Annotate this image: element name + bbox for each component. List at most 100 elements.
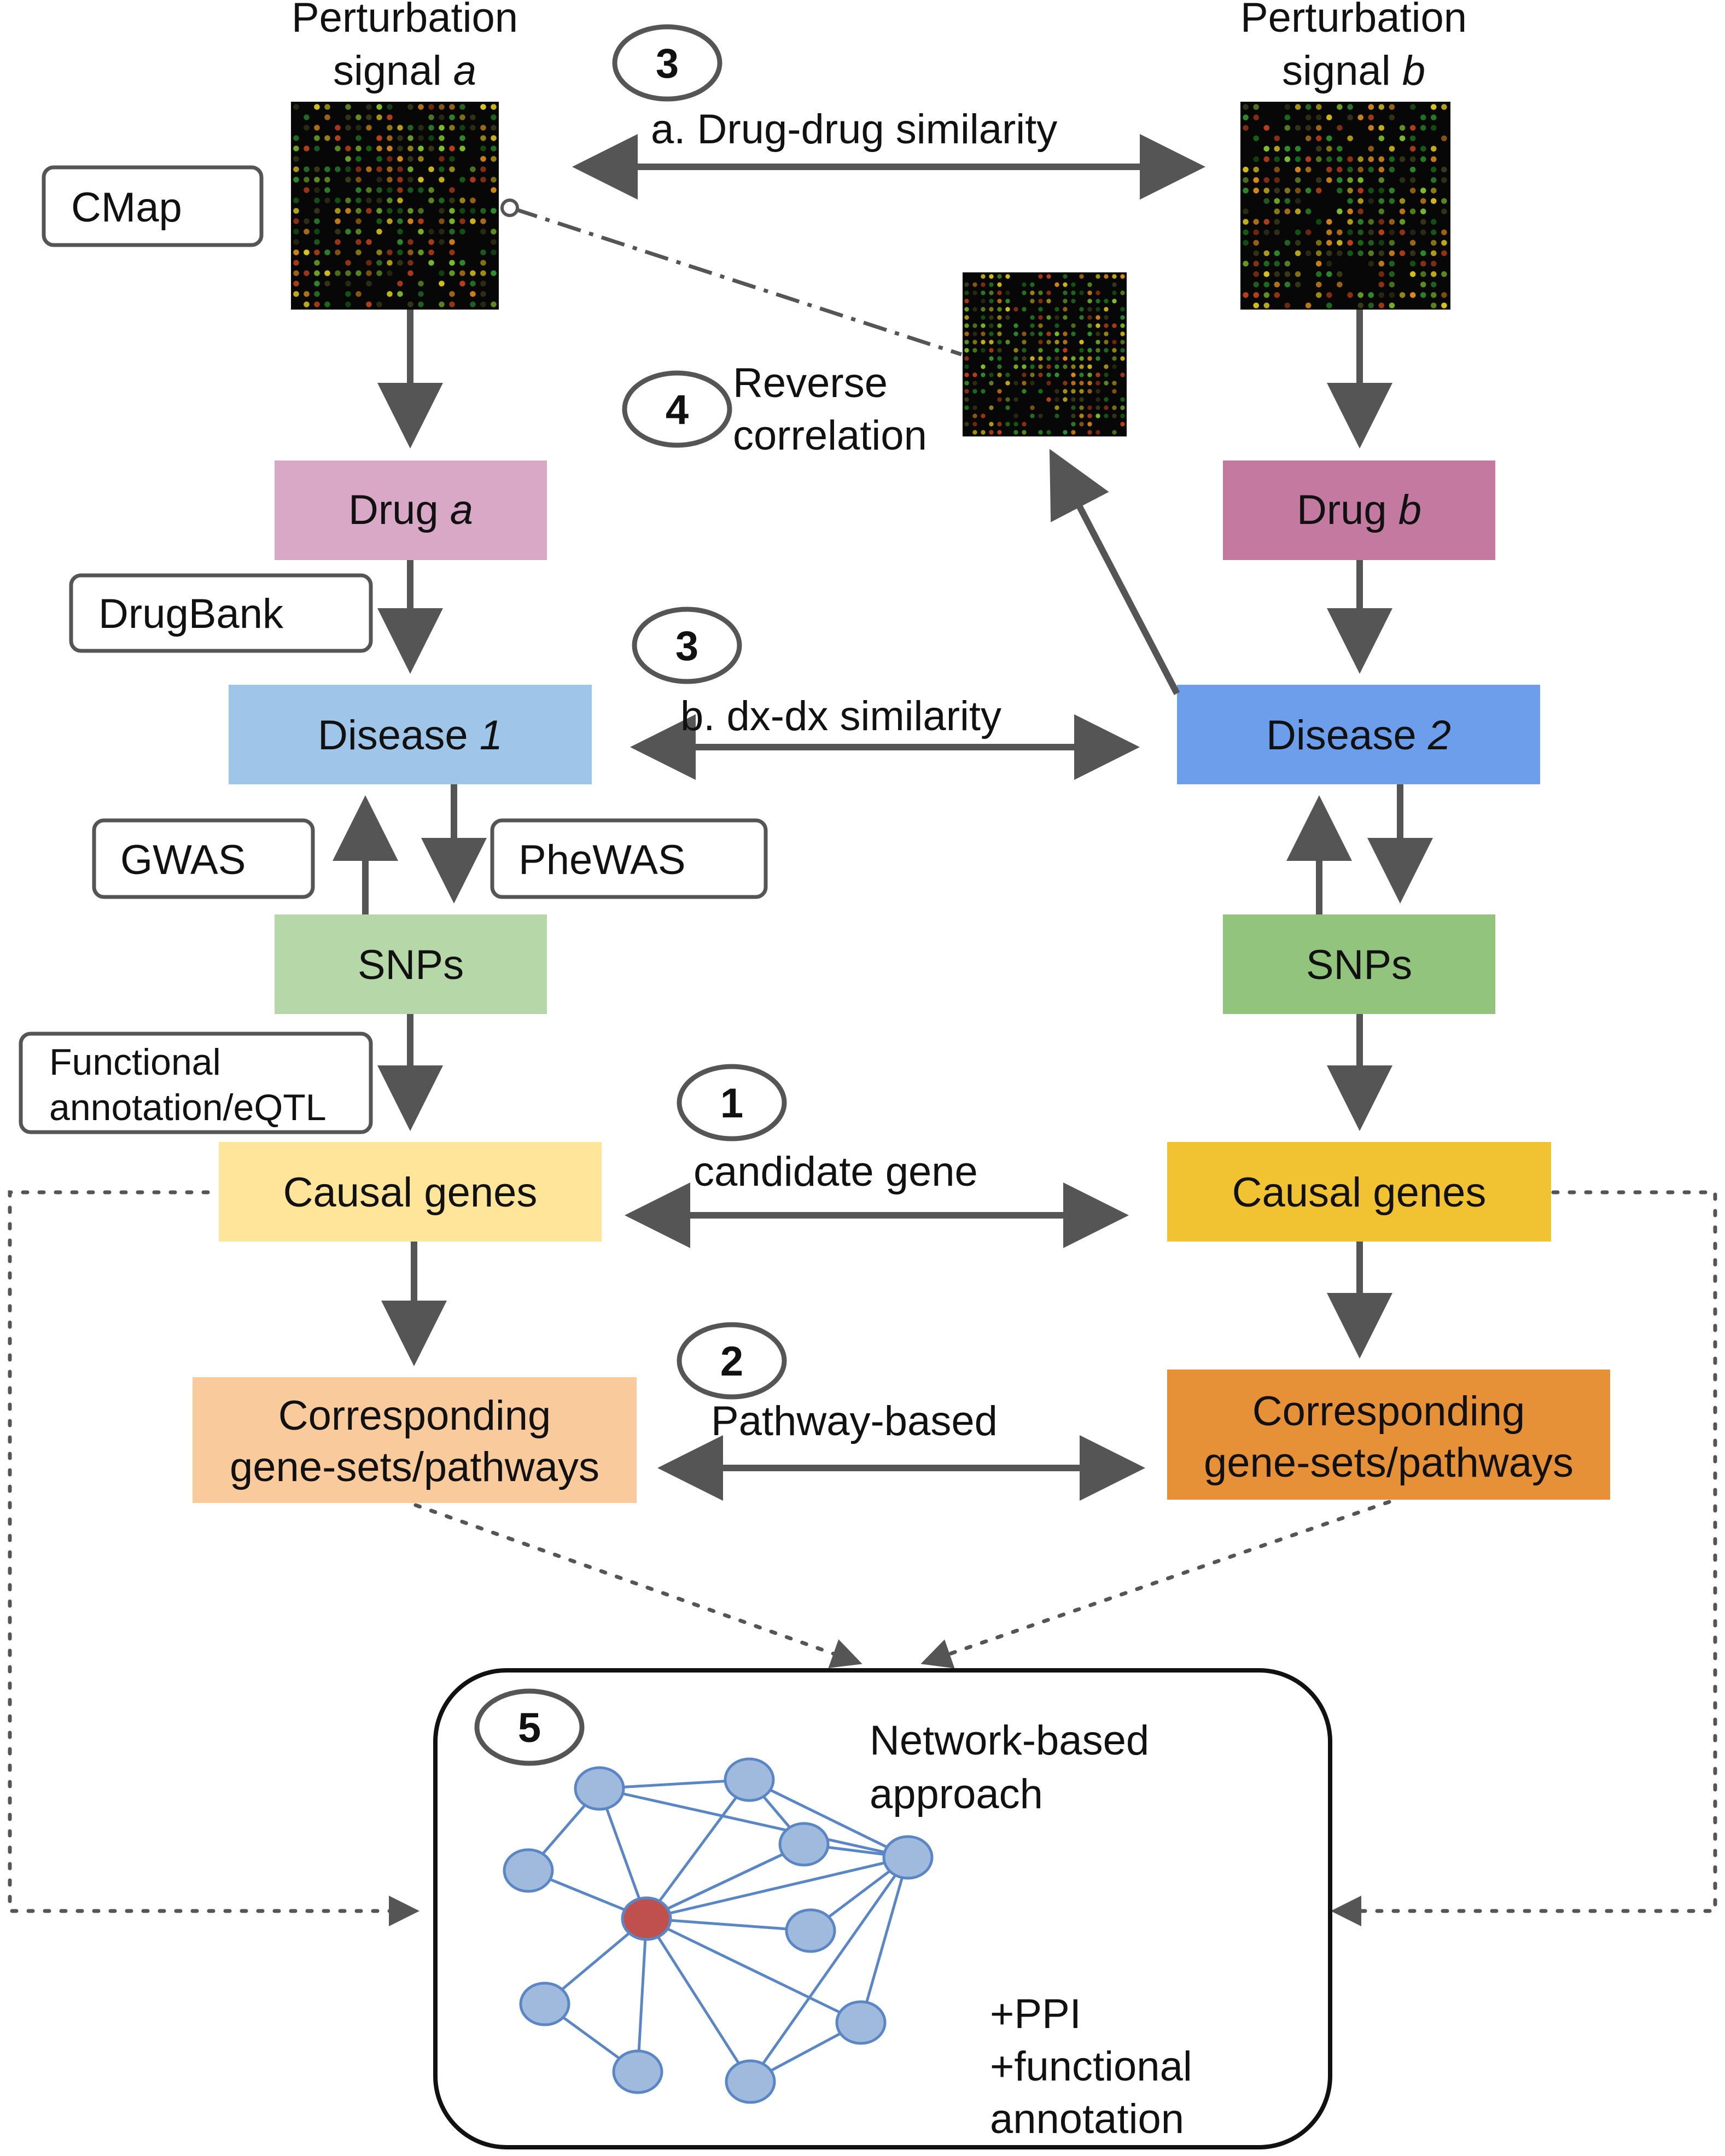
microarray-spot bbox=[1087, 282, 1092, 287]
microarray-spot bbox=[397, 218, 403, 224]
microarray-spot bbox=[1357, 156, 1363, 162]
microarray-spot bbox=[1022, 372, 1027, 377]
microarray-spot bbox=[1409, 135, 1416, 142]
microarray-spot bbox=[1253, 135, 1259, 142]
microarray-spot bbox=[418, 218, 424, 224]
microarray-spot bbox=[1253, 104, 1259, 110]
microarray-spot bbox=[1046, 340, 1051, 345]
microarray-spot bbox=[439, 208, 445, 214]
microarray-spot bbox=[1038, 372, 1043, 377]
source-cmap-label: CMap bbox=[71, 184, 182, 231]
microarray-spot bbox=[1263, 188, 1270, 194]
source-drugbank: DrugBank bbox=[69, 573, 373, 653]
microarray-spot bbox=[1030, 413, 1035, 418]
microarray-spot bbox=[1284, 145, 1291, 152]
microarray-spot bbox=[459, 260, 465, 266]
microarray-spot bbox=[1431, 145, 1437, 152]
microarray-spot bbox=[314, 291, 320, 297]
microarray-spot bbox=[428, 239, 434, 245]
microarray-spot bbox=[989, 331, 994, 336]
microarray-spot bbox=[1054, 340, 1059, 345]
microarray-spot bbox=[1409, 229, 1416, 236]
microarray-spot bbox=[1431, 198, 1437, 204]
microarray-spot bbox=[1038, 389, 1043, 394]
microarray-spot bbox=[345, 145, 351, 151]
microarray-spot bbox=[1079, 364, 1084, 369]
microarray-spot bbox=[449, 197, 455, 203]
microarray-spot bbox=[1357, 198, 1363, 204]
microarray-spot bbox=[366, 281, 372, 287]
microarray-spot bbox=[1389, 198, 1395, 204]
microarray-spot bbox=[1253, 114, 1259, 120]
microarray-spot bbox=[387, 114, 393, 120]
microarray-spot bbox=[1095, 340, 1100, 345]
microarray-spot bbox=[418, 301, 424, 307]
microarray-spot bbox=[335, 166, 341, 172]
microarray-spot bbox=[1399, 135, 1406, 142]
microarray-spot bbox=[1071, 299, 1076, 304]
microarray-spot bbox=[1030, 356, 1035, 361]
microarray-spot bbox=[1326, 166, 1332, 173]
microarray-spot bbox=[1079, 307, 1084, 312]
microarray-spot bbox=[397, 239, 403, 245]
microarray-spot bbox=[459, 125, 465, 131]
microarray-spot bbox=[428, 104, 434, 110]
microarray-spot bbox=[335, 135, 341, 141]
microarray-spot bbox=[397, 177, 403, 183]
microarray-spot bbox=[1263, 292, 1270, 298]
network-edge bbox=[859, 1857, 910, 2023]
microarray-spot bbox=[1071, 364, 1076, 369]
microarray-spot bbox=[387, 218, 393, 224]
microarray-spot bbox=[1030, 315, 1035, 320]
microarray-spot bbox=[964, 422, 969, 427]
microarray-spot bbox=[387, 187, 393, 193]
microarray-spot bbox=[1368, 104, 1374, 110]
microarray-spot bbox=[407, 301, 413, 307]
microarray-spot bbox=[1378, 240, 1385, 246]
microarray-spot bbox=[387, 156, 393, 162]
microarray-spot bbox=[470, 177, 476, 183]
microarray-spot bbox=[439, 197, 445, 203]
microarray-spot bbox=[1316, 271, 1322, 277]
microarray-spot bbox=[1284, 125, 1291, 131]
microarray-spot bbox=[997, 389, 1002, 394]
microarray-spot bbox=[1120, 274, 1125, 279]
microarray-spot bbox=[356, 218, 362, 224]
microarray-spot bbox=[470, 166, 476, 172]
causal-genes-1-label: Causal genes bbox=[283, 1169, 538, 1216]
microarray-spot bbox=[387, 104, 393, 110]
microarray-spot bbox=[1326, 219, 1332, 225]
microarray-spot bbox=[1046, 397, 1051, 402]
microarray-spot bbox=[1441, 104, 1447, 110]
microarray-spot bbox=[1378, 125, 1385, 131]
arrow-disease-2-to-reverse bbox=[1049, 448, 1180, 695]
microarray-spot bbox=[1038, 340, 1043, 345]
microarray-spot bbox=[1295, 188, 1301, 194]
pathways-1-line2: gene-sets/pathways bbox=[230, 1444, 599, 1490]
microarray-spot bbox=[997, 372, 1002, 377]
microarray-spot bbox=[1368, 292, 1374, 298]
microarray-spot bbox=[1274, 177, 1280, 183]
perturbation-a-line2: signal a bbox=[333, 48, 476, 94]
microarray-spot bbox=[1120, 356, 1125, 361]
microarray-spot bbox=[418, 187, 424, 193]
microarray-spot bbox=[459, 135, 465, 141]
microarray-spot bbox=[1120, 397, 1125, 402]
microarray-spot bbox=[1316, 292, 1322, 298]
badge-3-dx-number: 3 bbox=[675, 623, 698, 669]
microarray-spot bbox=[304, 166, 310, 172]
microarray-spot bbox=[397, 125, 403, 131]
microarray-spot bbox=[1087, 405, 1092, 410]
microarray-spot bbox=[1409, 145, 1416, 152]
microarray-spot bbox=[1378, 104, 1385, 110]
microarray-spot bbox=[1253, 292, 1259, 298]
microarray-spot bbox=[1274, 271, 1280, 277]
microarray-spot bbox=[1087, 389, 1092, 394]
microarray-spot bbox=[356, 125, 362, 131]
microarray-spot bbox=[1295, 156, 1301, 162]
source-phewas-label: PheWAS bbox=[518, 837, 686, 883]
microarray-spot bbox=[376, 260, 382, 266]
microarray-spot bbox=[997, 340, 1002, 345]
microarray-spot bbox=[293, 281, 299, 287]
